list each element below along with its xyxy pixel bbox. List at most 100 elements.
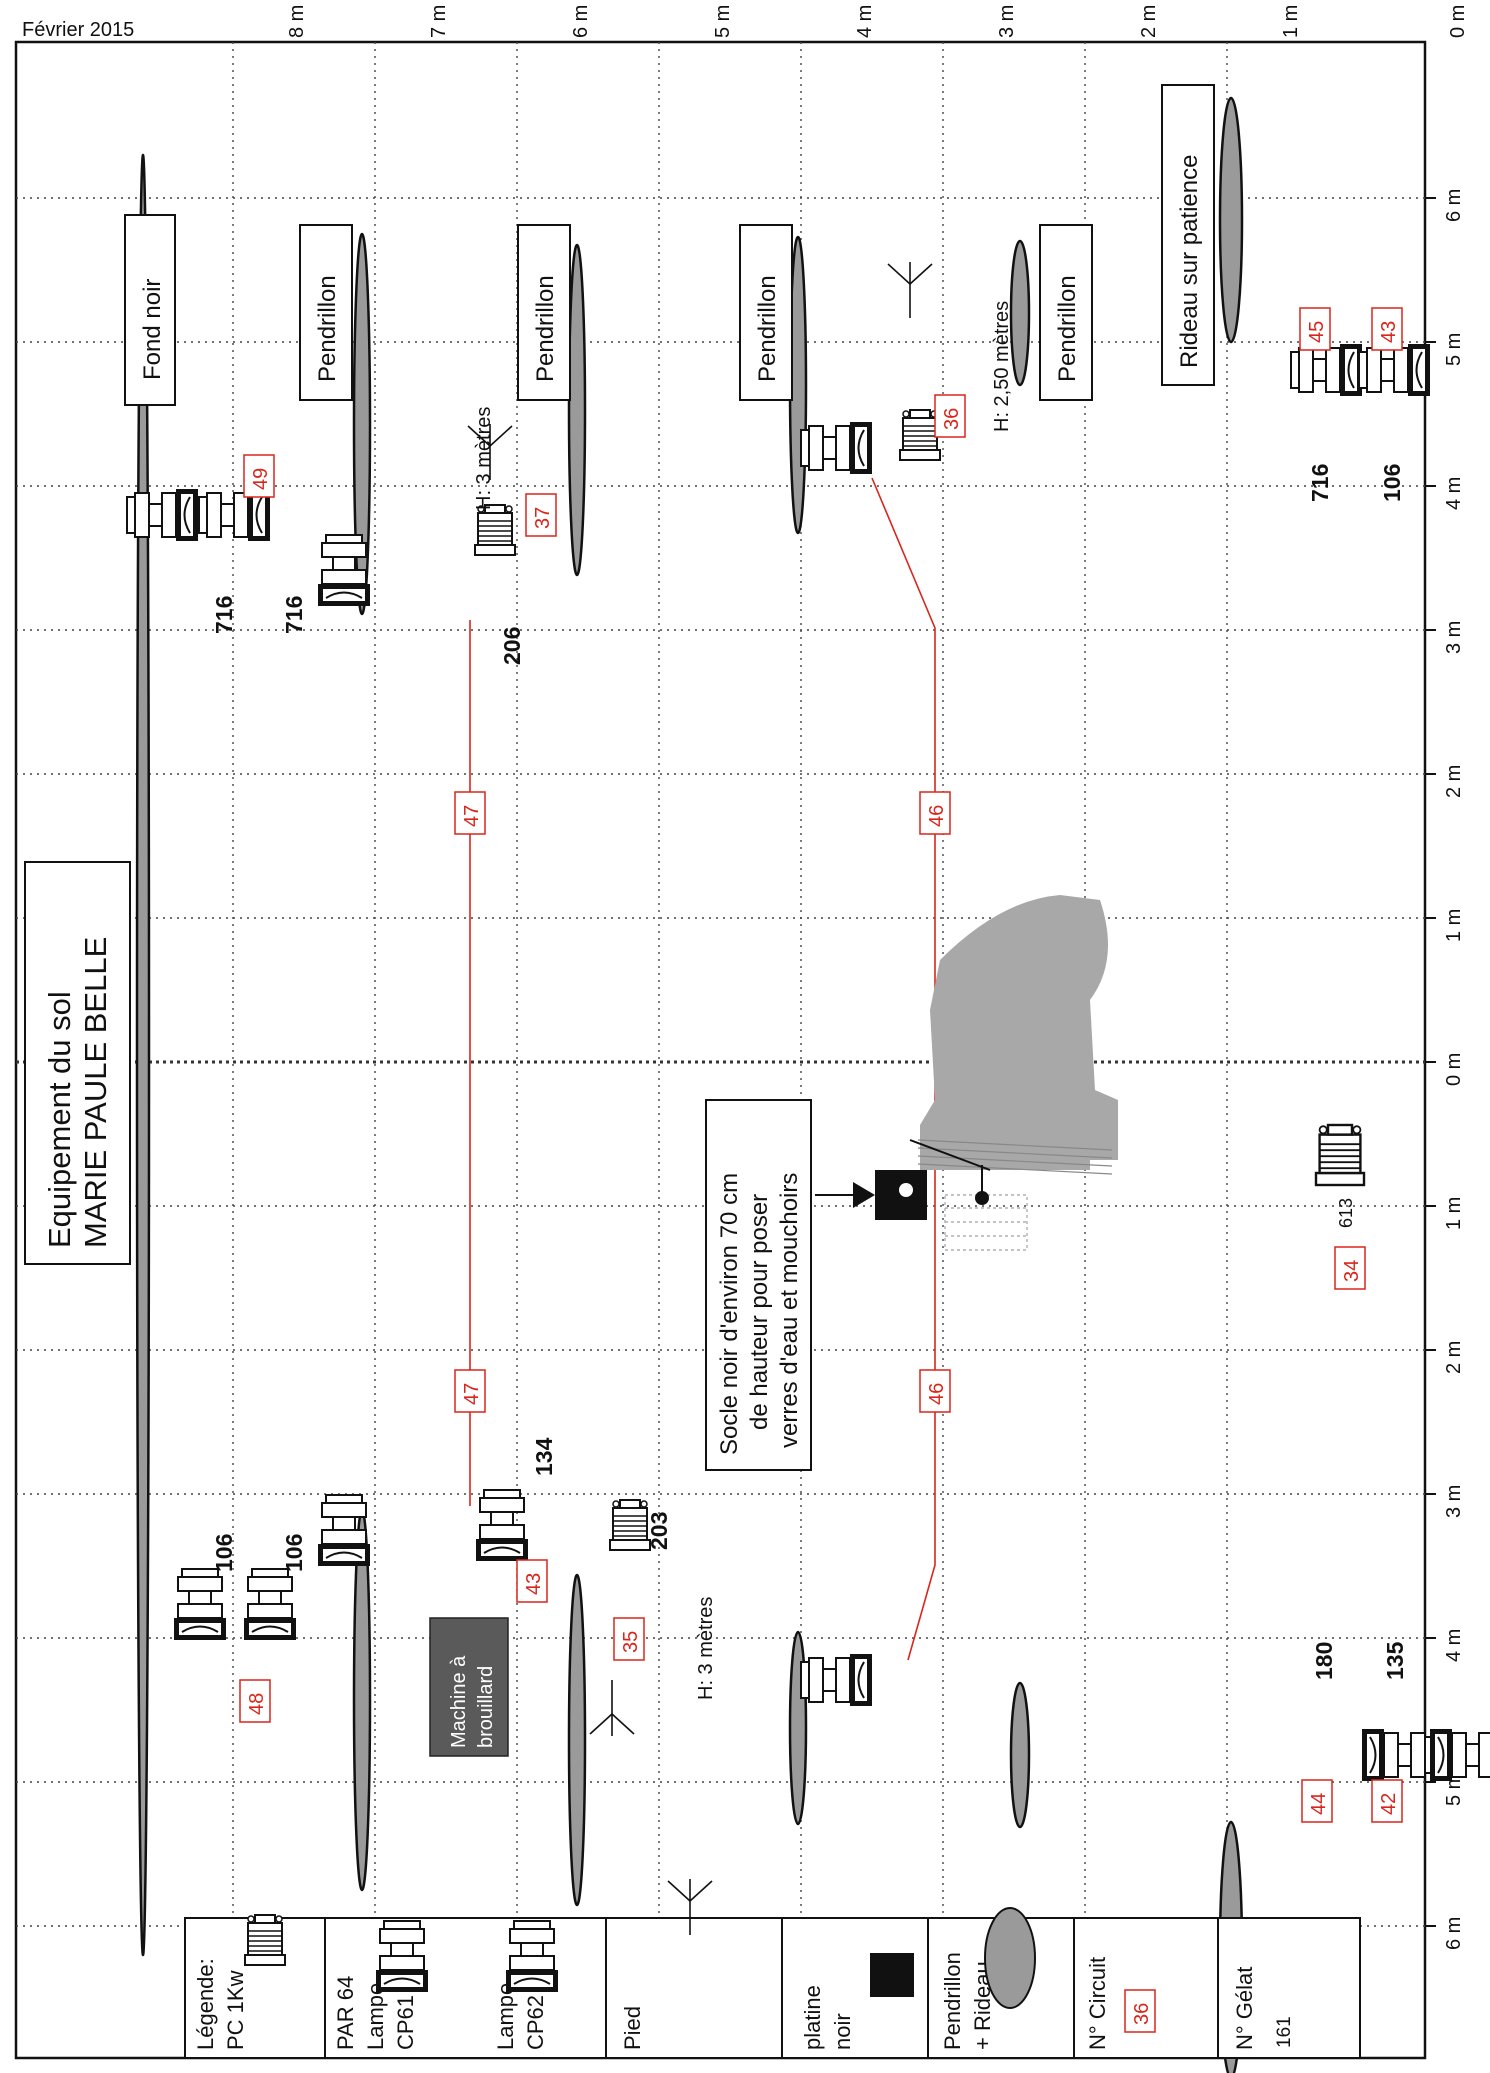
circuit-boxes: 49 37 36 45 43 47 46 47 46 48 43 35 34 4… (239, 307, 1403, 1823)
fixture-number: 134 (531, 1437, 557, 1476)
right-axis-label: 3 m (1443, 1485, 1465, 1518)
legend-par-label: PAR 64 (333, 1976, 358, 2050)
legend-pc-icon (244, 1914, 286, 1966)
circuit-number: 47 (461, 1383, 483, 1405)
date-label: Février 2015 (22, 19, 134, 41)
circuit-number: 36 (941, 408, 963, 430)
fog-machine-label: Machine à (448, 1655, 470, 1748)
par64-fixture (1429, 1728, 1490, 1782)
label-box (517, 224, 571, 401)
right-axis-label: 4 m (1443, 477, 1465, 510)
legend: Légende: PC 1Kw PAR 64 Lampe CP61 Lampe … (184, 1878, 1361, 2059)
circuit-number: 46 (926, 805, 948, 827)
top-axis-label: 0 m (1447, 5, 1469, 38)
legend-circuit-sample: 36 (1131, 2003, 1153, 2025)
right-axis-label: 2 m (1443, 1341, 1465, 1374)
curtain-labels: Fond noir Pendrillon Pendrillon Pendrill… (124, 84, 1215, 406)
height-labels: H: 3 mètres H: 2,50 mètres H: 3 mètres (473, 301, 1013, 1700)
legend-platine-label: noir (830, 2013, 855, 2050)
fixture-number: 106 (281, 1534, 307, 1572)
top-axis-label: 7 m (428, 5, 450, 38)
fixture-number: 203 (646, 1512, 672, 1550)
label-box (299, 224, 353, 401)
legend-cp61-label: Lampe (363, 1983, 388, 2050)
par64-fixture (243, 1568, 297, 1641)
fixture-number: 106 (1379, 464, 1405, 502)
label-box (124, 214, 176, 406)
legend-pendrillon-label: Pendrillon (940, 1952, 965, 2050)
mic-stand (909, 1139, 991, 1171)
cp62-fixture (800, 421, 873, 475)
right-axis-ticks (1425, 197, 1436, 1927)
pendrillon-label: Pendrillon (314, 275, 341, 382)
top-axis-label: 6 m (570, 5, 592, 38)
fixture-number: 180 (1311, 1642, 1337, 1680)
socle-note-line: de hauteur pour poser (746, 1194, 773, 1430)
piano-stool (944, 1194, 1028, 1251)
circuit-number: 42 (1378, 1793, 1400, 1815)
legend-gelat-sample: 161 (1274, 2016, 1295, 2048)
pendrillon (567, 1573, 587, 1907)
circuit-number: 44 (1308, 1793, 1330, 1815)
cp62-fixture (317, 1494, 371, 1567)
right-axis-label: 4 m (1443, 1629, 1465, 1662)
pendrillon (1009, 1681, 1031, 1829)
circuit-number: 46 (926, 1383, 948, 1405)
legend-cp62-icon (505, 1920, 559, 1993)
pendrillon-label: Pendrillon (1054, 275, 1081, 382)
right-axis-label: 2 m (1443, 765, 1465, 798)
height-label: H: 3 mètres (695, 1597, 717, 1700)
piano (920, 895, 1118, 1170)
fixture-number: 613 (1336, 1198, 1356, 1228)
top-axis-label: 2 m (1138, 5, 1160, 38)
legend-cp62-label: Lampe (493, 1983, 518, 2050)
cp62-fixture (800, 1653, 873, 1707)
legend-circuit-label: N° Circuit (1085, 1957, 1110, 2050)
right-axis-label: 0 m (1443, 1053, 1465, 1086)
socle-note-line: Socle noir d'environ 70 cm (716, 1173, 743, 1455)
pendrillon (352, 232, 372, 616)
pendrillon-label: Pendrillon (532, 275, 559, 382)
circuit-number: 34 (1341, 1260, 1363, 1282)
legend-platine-icon (870, 1953, 914, 1997)
top-axis-label: 5 m (712, 5, 734, 38)
top-axis-label: 8 m (286, 5, 308, 38)
title-line-2: MARIE PAULE BELLE (78, 937, 113, 1248)
fixture-number: 106 (211, 1534, 237, 1572)
title-line-1: Equipement du sol (42, 991, 77, 1248)
fixture-number: 716 (281, 596, 307, 634)
legend-platine-label: platine (800, 1985, 825, 2050)
right-axis-label: 1 m (1443, 1197, 1465, 1230)
circuit-number: 49 (250, 468, 272, 490)
rideau-label: Rideau sur patience (1176, 155, 1203, 368)
circuit-number: 43 (523, 1573, 545, 1595)
title-box (24, 861, 131, 1265)
legend-box (184, 1917, 1361, 2059)
right-axis-label: 3 m (1443, 621, 1465, 654)
par64-fixture (173, 1568, 227, 1641)
right-axis-label: 5 m (1443, 333, 1465, 366)
pendrillon (788, 1630, 808, 1826)
right-axis: 6 m 5 m 4 m 3 m 2 m 1 m 0 m 1 m 2 m 3 m … (1443, 189, 1465, 1950)
legend-pied-label: Pied (620, 2006, 645, 2050)
legend-pc-label: PC 1Kw (223, 1970, 248, 2050)
socle-dot (899, 1183, 913, 1197)
pc-1kw-fixture (474, 504, 516, 556)
pendrillon (1009, 239, 1031, 387)
fond-noir-label: Fond noir (139, 279, 166, 380)
fixture-number: 206 (499, 627, 525, 665)
height-label: H: 2,50 mètres (991, 301, 1013, 432)
right-axis-label: 6 m (1443, 1917, 1465, 1950)
socle-note-line: verres d'eau et mouchoirs (776, 1173, 803, 1448)
right-axis-label: 1 m (1443, 909, 1465, 942)
circuit-number: 48 (246, 1693, 268, 1715)
legend-title: Légende: (193, 1958, 218, 2050)
pc-1kw-fixture (1314, 1123, 1366, 1187)
circuit-number: 35 (620, 1631, 642, 1653)
par64-fixture (1361, 1728, 1434, 1782)
mic-icon (975, 1191, 989, 1205)
legend-circuit-sample-box (1124, 1989, 1156, 2033)
pc-1kw-fixture (609, 1499, 651, 1551)
label-box (1039, 224, 1093, 401)
